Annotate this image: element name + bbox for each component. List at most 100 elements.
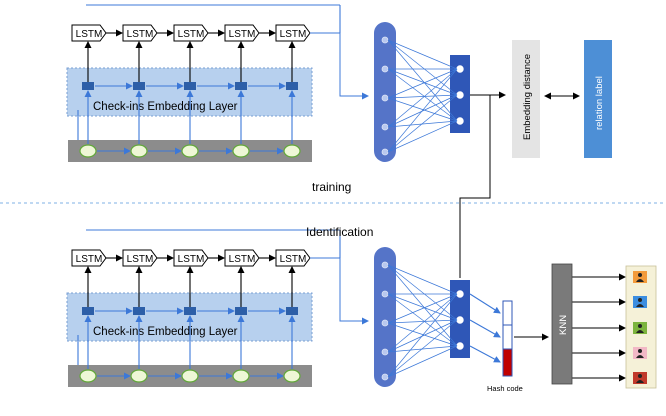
input-neuron — [381, 123, 389, 131]
lstm-cell — [173, 24, 209, 42]
lstm-label: LSTM — [178, 29, 205, 40]
lstm-cell — [122, 249, 158, 267]
lstm-output-line — [310, 257, 369, 325]
fc-connection — [387, 94, 458, 99]
checkin-node — [232, 369, 250, 383]
user-icon — [633, 271, 647, 283]
fc-connection — [387, 293, 458, 353]
branch-link-line — [459, 95, 491, 278]
fc-connection — [387, 120, 458, 153]
input-neuron — [381, 348, 389, 356]
embedding-layer-label: Check-ins Embedding Layer — [93, 326, 238, 338]
lstm-label: LSTM — [229, 254, 256, 265]
lstm-label: LSTM — [127, 29, 154, 40]
embedding-distance-label: Embedding distance — [522, 54, 533, 140]
hidden-neuron — [456, 65, 464, 73]
output-section — [459, 91, 626, 382]
knn-box — [551, 263, 573, 385]
lstm-label: LSTM — [127, 254, 154, 265]
fc-connection — [387, 39, 458, 70]
fc-connection — [387, 345, 458, 353]
input-neuron — [381, 373, 389, 381]
input-neuron — [381, 261, 389, 269]
training-label: training — [312, 180, 351, 194]
fc-connection — [387, 39, 458, 122]
fc-connection — [387, 264, 458, 295]
input-neuron — [381, 36, 389, 44]
user-icon — [633, 347, 647, 359]
embedding-vector — [286, 307, 298, 315]
embedding-vector — [235, 82, 247, 90]
fc-connection — [387, 264, 458, 321]
lstm-output-line — [310, 32, 369, 100]
fc-connection — [387, 39, 458, 96]
fc-connection — [387, 322, 458, 347]
fc-connection — [387, 68, 458, 99]
embedding-distance-box — [512, 40, 540, 158]
checkin-node — [232, 144, 250, 158]
lstm-label: LSTM — [178, 254, 205, 265]
checkin-node — [283, 144, 301, 158]
hidden-neuron — [456, 342, 464, 350]
lstm-label: LSTM — [229, 29, 256, 40]
fc-connection — [387, 97, 458, 122]
lstm-cell — [71, 249, 107, 267]
fc-connection — [387, 94, 458, 153]
fc-connection — [387, 264, 458, 347]
fc-connection — [387, 68, 458, 96]
embedding-vector — [82, 82, 94, 90]
lstm-cell — [224, 24, 260, 42]
hash-arrow — [469, 319, 501, 338]
input-neuron — [381, 290, 389, 298]
embedding-vector — [184, 307, 196, 315]
lstm-cell — [122, 24, 158, 42]
lstm-cell — [275, 249, 311, 267]
hash-arrow — [469, 345, 501, 363]
fc-connection — [387, 345, 458, 378]
lstm-cell — [71, 24, 107, 42]
lstm-label: LSTM — [76, 254, 103, 265]
lstm-cell — [275, 24, 311, 42]
fc-connection — [387, 68, 458, 153]
input-neuron — [381, 148, 389, 156]
embedding-vector — [82, 307, 94, 315]
hash-code-label: Hash code — [487, 384, 523, 393]
lstm-cell — [224, 249, 260, 267]
lstm-cell — [173, 249, 209, 267]
user-icon — [633, 296, 647, 308]
input-neuron — [381, 65, 389, 73]
fc-connection — [387, 68, 458, 122]
embedding-layer-label: Check-ins Embedding Layer — [93, 101, 238, 113]
embedding-vector — [235, 307, 247, 315]
user-icon — [633, 372, 647, 384]
lstm-label: LSTM — [76, 29, 103, 40]
training-branch: LSTM LSTM LSTM LSTM LSTM Check-ins Embedding … — [66, 4, 470, 162]
lstm-label: LSTM — [280, 29, 307, 40]
input-neuron — [381, 94, 389, 102]
embedding-vector — [184, 82, 196, 90]
hidden-neuron — [456, 117, 464, 125]
hidden-neuron — [456, 316, 464, 324]
embedding-vector — [286, 82, 298, 90]
knn-label: KNN — [558, 315, 569, 335]
checkin-node — [79, 369, 97, 383]
hash-code-bar — [502, 300, 513, 377]
checkin-node — [181, 144, 199, 158]
fc-connection — [387, 319, 458, 324]
fc-connection — [387, 293, 458, 321]
hidden-neuron — [456, 91, 464, 99]
fc-connection — [387, 68, 458, 128]
checkin-node — [181, 369, 199, 383]
fc-connection — [387, 293, 458, 347]
relation-label-box — [584, 40, 612, 158]
user-icons — [633, 271, 647, 384]
hidden-neuron — [456, 290, 464, 298]
user-icon — [633, 322, 647, 334]
embedding-vector — [133, 82, 145, 90]
fc-connection — [387, 293, 458, 324]
checkin-node — [130, 144, 148, 158]
input-neuron — [381, 319, 389, 327]
relation-label-text: relation label — [594, 76, 605, 130]
